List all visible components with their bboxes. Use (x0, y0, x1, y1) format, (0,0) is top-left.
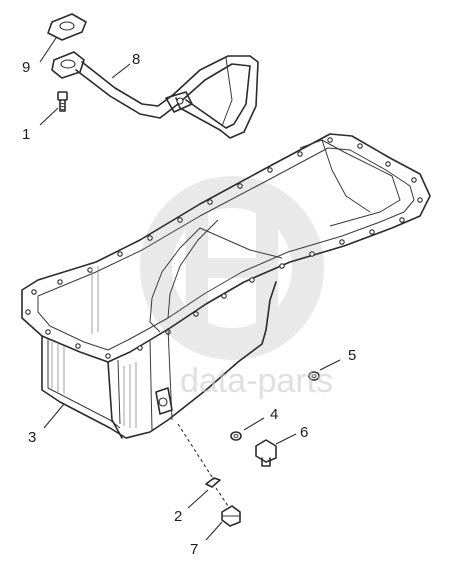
part-1-bolt (57, 91, 68, 112)
part-9-gasket (47, 13, 87, 41)
callout-2: 2 (174, 508, 182, 525)
callout-7: 7 (190, 541, 198, 558)
part-8-suction-tube (51, 51, 259, 139)
assembly-centerlines (177, 423, 229, 507)
part-7-drain-plug (221, 505, 241, 527)
callout-6: 6 (300, 424, 308, 441)
watermark-text: data-parts (180, 362, 333, 400)
part-2-gasket-ring (205, 477, 221, 488)
watermark-logo (140, 176, 324, 360)
callout-8: 8 (132, 51, 140, 68)
callout-4: 4 (270, 406, 278, 423)
part-5-washer (308, 371, 320, 381)
callout-5: 5 (348, 347, 356, 364)
callout-9: 9 (22, 59, 30, 76)
part-3-oil-pan (21, 133, 431, 439)
part-6-plug (255, 439, 277, 467)
part-4-washer (230, 431, 242, 441)
flange-bolt-holes (25, 137, 423, 359)
wall-hatching (51, 266, 137, 428)
leader-lines (39, 37, 341, 541)
callout-3: 3 (28, 429, 36, 446)
callout-1: 1 (22, 126, 30, 143)
